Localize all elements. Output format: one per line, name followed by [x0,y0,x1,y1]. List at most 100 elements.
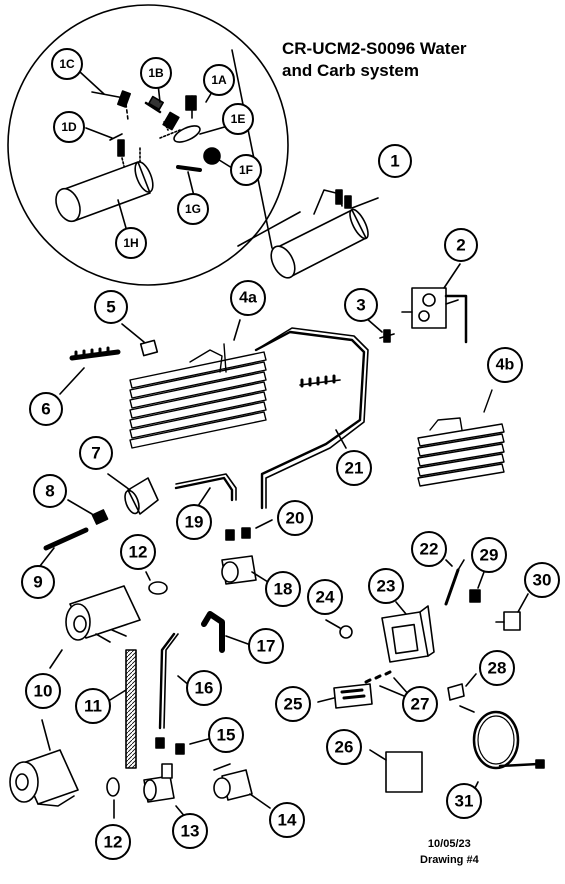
label-circle-1E [222,103,254,135]
pump-valve-14 [213,763,271,809]
label-circle-21 [336,450,372,486]
label-2: 2 [456,236,465,255]
label-1D: 1D [61,120,77,134]
label-1B: 1B [148,66,164,80]
detail-leaders [79,71,233,229]
label-5: 5 [106,298,115,317]
label-1C: 1C [59,57,75,71]
coupling [121,323,159,357]
label-circle-1F [230,154,262,186]
label-3: 3 [356,296,365,315]
check-valve-13 [143,763,187,819]
label-8: 8 [45,482,54,501]
label-circle-22 [411,531,447,567]
label-4b: 4b [496,357,515,374]
label-31: 31 [455,792,474,811]
label-29: 29 [480,546,499,565]
label-circle-20 [277,500,313,536]
label-circle-16 [186,670,222,706]
label-1G: 1G [185,202,201,216]
solenoid-30 [495,593,529,631]
label-circle-5 [94,290,128,324]
label-circle-15 [208,717,244,753]
label-1E: 1E [231,112,246,126]
control-board [317,683,373,709]
hook-tube [201,611,249,653]
j-tube [158,632,191,730]
carbonator-tank [270,189,379,279]
leader-21 [335,429,347,449]
clip-28 [447,673,477,701]
label-circle-26 [326,729,362,765]
tube-nipples [225,519,273,541]
label-22: 22 [420,540,439,559]
label-circle-3 [344,288,378,322]
solenoid-valve-18 [221,555,269,585]
label-circle-1D [53,111,85,143]
label-15: 15 [217,726,236,745]
brass-fitting [67,499,109,525]
hose-clamp-a [145,571,168,595]
label-10: 10 [34,682,53,701]
label-circle-25 [275,686,311,722]
fittings-15 [155,737,213,755]
label-30: 30 [533,571,552,590]
label-circle-1H [115,227,147,259]
small-fitting [365,317,395,343]
label-20: 20 [286,509,305,528]
label-27: 27 [411,695,430,714]
knob-24 [325,619,353,639]
label-9: 9 [33,573,42,592]
label-circle-1C [51,48,83,80]
label-4a: 4a [239,290,257,307]
page-title: CR-UCM2-S0096 Water and Carb system [282,39,467,80]
detail-circle [7,4,289,286]
pump-head [107,473,159,515]
label-circle-31 [446,783,482,819]
label-11: 11 [84,697,102,716]
label-circle-9 [21,565,55,599]
cold-plate-coil-4a [129,319,369,510]
junction-box [381,601,435,663]
label-circle-27 [402,686,438,722]
label-circle-6 [29,392,63,426]
label-circle-19 [176,504,212,540]
connectors-27 [364,670,411,697]
label-circle-2 [444,228,478,262]
manifold-strip [59,346,121,395]
label-19: 19 [185,513,204,532]
label-circle-17 [248,628,284,664]
hose-clamp-b [106,777,120,819]
label-circle-4a [230,280,266,316]
small-switch-29 [469,571,485,603]
label-1: 1 [390,152,399,171]
label-circle-24 [307,579,343,615]
label-circle-23 [368,568,404,604]
label-circle-28 [479,650,515,686]
label-circle-11 [75,688,111,724]
label-21: 21 [345,459,364,478]
label-13: 13 [181,822,200,841]
label-28: 28 [488,659,507,678]
label-circle-29 [471,537,507,573]
drawing-number: Drawing #4 [420,854,479,866]
label-circle-13 [172,813,208,849]
label-25: 25 [284,695,303,714]
label-16: 16 [195,679,214,698]
label-circle-7 [79,436,113,470]
label-circle-10 [25,673,61,709]
bent-tube [174,473,237,513]
label-circle-4b [487,347,523,383]
label-23: 23 [377,577,396,596]
label-26: 26 [335,738,354,757]
label-circle-18 [265,571,301,607]
label-14: 14 [278,811,297,830]
label-1A: 1A [211,73,227,87]
label-1H: 1H [123,236,138,250]
label-6: 6 [41,400,50,419]
insulated-tube [109,649,137,769]
label-circle-12-bottom [95,824,131,860]
carbonator-tank-detail [55,161,154,223]
label-24: 24 [316,588,335,607]
